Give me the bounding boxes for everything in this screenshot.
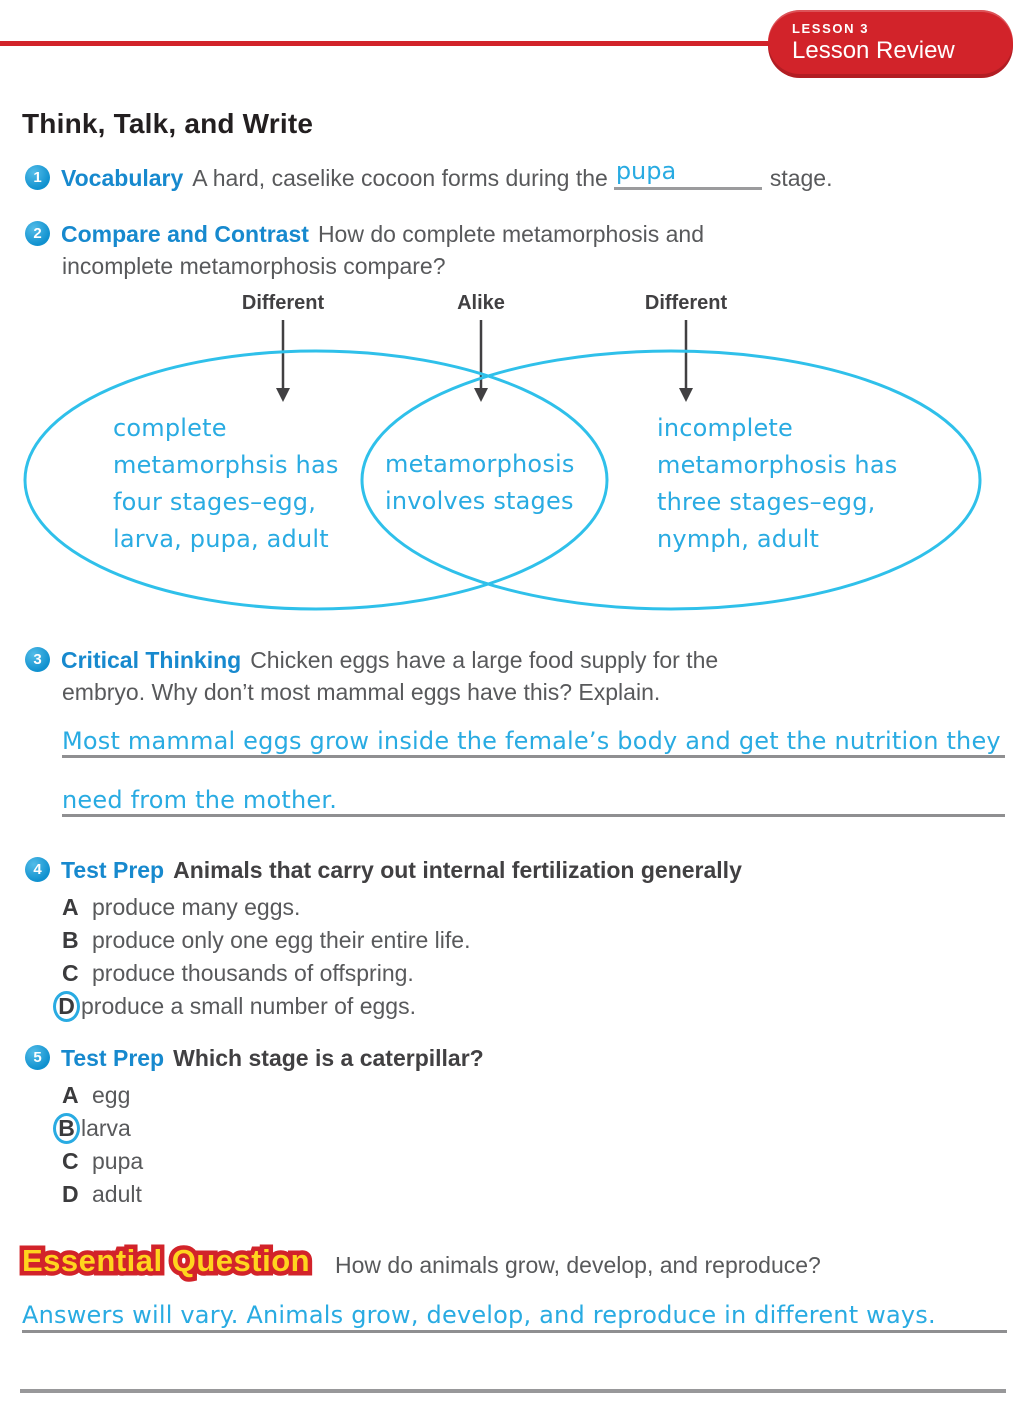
venn-middle-text: metamorphosis involves stages	[385, 446, 575, 520]
question-5-stem: Which stage is a caterpillar?	[173, 1045, 484, 1071]
option-text: produce many eggs.	[92, 894, 301, 920]
venn-right-text: incomplete metamorphosis has three stage…	[657, 410, 897, 558]
question-2-text: Compare and Contrast How do complete meta…	[61, 220, 704, 249]
question-3-number: 3	[25, 647, 50, 672]
question-1-label: Vocabulary	[61, 165, 184, 191]
question-4-text: Test Prep Animals that carry out internal…	[61, 856, 742, 885]
venn-right-ellipse	[360, 349, 982, 611]
arrow-middle-head-icon	[474, 388, 488, 402]
option-text: produce only one egg their entire life.	[92, 927, 471, 953]
option-letter-circled: B	[53, 1113, 80, 1144]
answer-line-1[interactable]: Most mammal eggs grow inside the female’…	[62, 727, 1005, 758]
arrow-left-head-icon	[276, 388, 290, 402]
question-5: 5 Test Prep Which stage is a caterpillar?…	[25, 1044, 1005, 1211]
question-3-text: Critical Thinking Chicken eggs have a lar…	[61, 646, 718, 675]
question-5-number: 5	[25, 1045, 50, 1070]
arrow-right-head-icon	[679, 388, 693, 402]
essential-question-sticker: Essential Question Essential Question	[17, 1239, 314, 1287]
question-2-label: Compare and Contrast	[61, 221, 309, 247]
option-text: larva	[81, 1115, 131, 1141]
essential-question-text: How do animals grow, develop, and reprod…	[335, 1252, 821, 1278]
question-1-number: 1	[25, 165, 50, 190]
question-3-label: Critical Thinking	[61, 647, 242, 673]
question-2-prompt-line1: How do complete metamorphosis and	[317, 221, 705, 247]
option-letter: A	[62, 894, 79, 920]
venn-left-text: complete metamorphsis has four stages–eg…	[113, 410, 339, 558]
option-letter: C	[62, 1148, 79, 1174]
sticker-outline: Essential Question	[17, 1239, 314, 1283]
venn-graphic	[23, 320, 982, 611]
blank-answer-line[interactable]	[20, 1389, 1006, 1393]
option-text: egg	[92, 1082, 131, 1108]
venn-left-line: metamorphsis has	[113, 451, 339, 479]
venn-left-ellipse	[23, 349, 609, 611]
option-letter: D	[62, 1181, 79, 1207]
fill-in-blank[interactable]: pupa	[613, 157, 762, 190]
option-letter: A	[62, 1082, 79, 1108]
option-letter: B	[62, 927, 79, 953]
question-2-number: 2	[25, 221, 50, 246]
question-4: 4 Test Prep Animals that carry out intern…	[25, 856, 1005, 1023]
question-3-prompt-line1: Chicken eggs have a large food supply fo…	[250, 647, 719, 673]
question-3: 3 Critical Thinking Chicken eggs have a l…	[25, 646, 1005, 707]
page-title: Think, Talk, and Write	[22, 108, 314, 139]
sticker-label: Essential Question	[22, 1243, 311, 1278]
venn-label-different-right: Different	[644, 292, 728, 314]
venn-diagram: Different Alike Different complete metam…	[0, 288, 1023, 626]
lesson-number-label: LESSON 3	[792, 21, 870, 36]
venn-right-line: three stages–egg,	[657, 488, 876, 516]
question-5-label: Test Prep	[61, 1045, 165, 1071]
option-letter: C	[62, 960, 79, 986]
handwritten-answer: Most mammal eggs grow inside the female’…	[62, 727, 1001, 755]
essential-answer-line[interactable]: Answers will vary. Animals grow, develop…	[22, 1301, 1007, 1333]
option-text: produce a small number of eggs.	[81, 993, 416, 1019]
question-4-stem: Animals that carry out internal fertiliz…	[173, 857, 742, 883]
venn-label-different-left: Different	[241, 292, 325, 314]
lesson-review-title: Lesson Review	[792, 37, 955, 64]
handwritten-answer: need from the mother.	[62, 786, 338, 814]
question-2-prompt-line2: incomplete metamorphosis compare?	[62, 253, 446, 279]
question-3-prompt-line2: embryo. Why don’t most mammal eggs have …	[62, 679, 661, 705]
venn-left-line: larva, pupa, adult	[113, 525, 329, 553]
lesson-badge: LESSON 3 Lesson Review	[768, 10, 1013, 78]
option-text: produce thousands of offspring.	[92, 960, 414, 986]
venn-middle-line: metamorphosis	[385, 450, 575, 478]
question-4-number: 4	[25, 857, 50, 882]
venn-left-line: complete	[113, 414, 227, 442]
venn-left-line: four stages–egg,	[113, 488, 317, 516]
question-1: 1 Vocabulary A hard, caselike cocoon form…	[25, 157, 1005, 193]
question-1-prompt: A hard, caselike cocoon forms during the	[192, 165, 608, 191]
header-rule	[0, 41, 790, 46]
venn-right-line: incomplete	[657, 414, 793, 442]
venn-middle-line: involves stages	[385, 487, 574, 515]
handwritten-answer: pupa	[615, 157, 677, 185]
venn-right-line: nymph, adult	[657, 525, 820, 553]
question-2: 2 Compare and Contrast How do complete me…	[25, 220, 1005, 281]
venn-right-line: metamorphosis has	[657, 451, 898, 479]
option-letter-circled: D	[53, 991, 80, 1022]
question-1-text: Vocabulary A hard, caselike cocoon forms …	[61, 157, 833, 193]
option-text: pupa	[92, 1148, 144, 1174]
question-4-label: Test Prep	[61, 857, 165, 883]
question-5-text: Test Prep Which stage is a caterpillar?	[61, 1044, 484, 1073]
handwritten-answer: Answers will vary. Animals grow, develop…	[22, 1301, 936, 1329]
answer-line-2[interactable]: need from the mother.	[62, 786, 1005, 817]
question-1-suffix: stage.	[769, 165, 833, 191]
venn-label-alike: Alike	[457, 292, 505, 314]
option-text: adult	[92, 1181, 142, 1207]
